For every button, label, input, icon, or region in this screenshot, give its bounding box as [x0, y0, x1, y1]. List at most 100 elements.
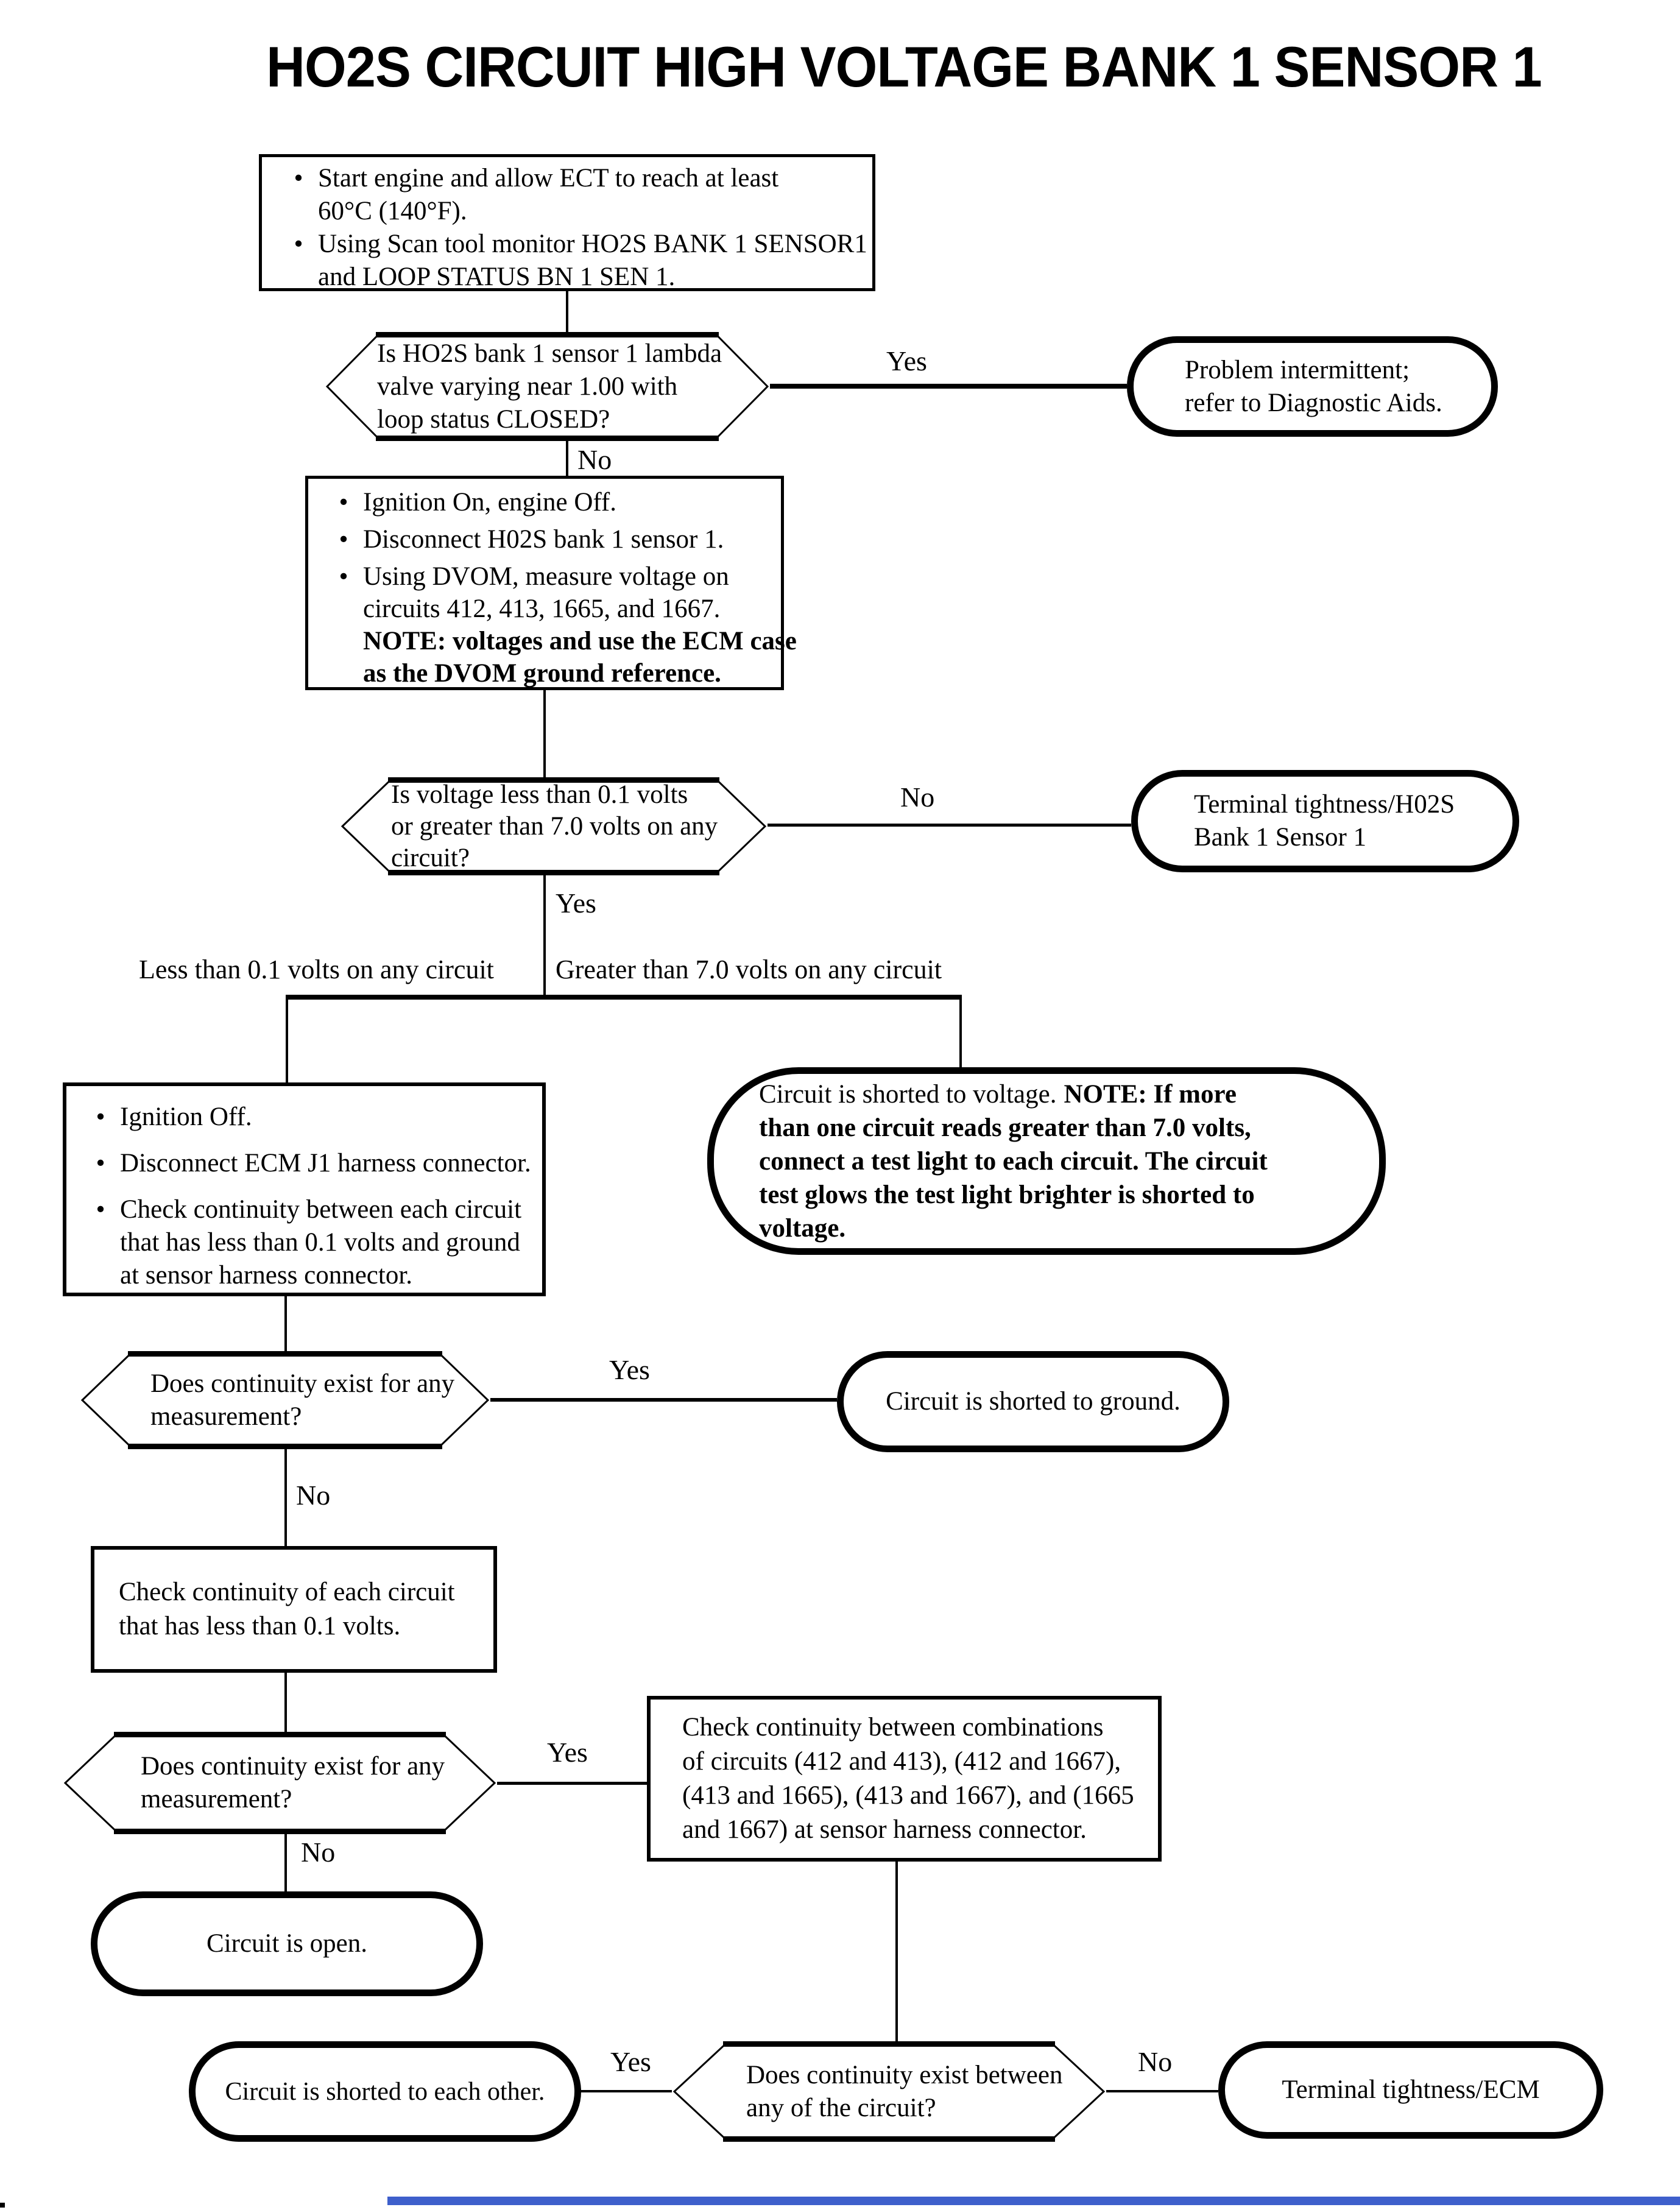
bullet-item: • Ignition On, engine Off. — [324, 486, 776, 518]
connector-start-to-lambda — [566, 291, 568, 332]
terminator-text: Bank 1 Sensor 1 — [1194, 823, 1367, 852]
decision-text: loop status CLOSED? — [377, 404, 610, 434]
bullet-dot-icon: • — [339, 525, 348, 554]
terminator-text: Terminal tightness/ECM — [1282, 2075, 1540, 2104]
bullet-item: • Check continuity between each circuit … — [81, 1193, 537, 1292]
decision-voltage-range: Is voltage less than 0.1 volts or greate… — [340, 777, 768, 875]
edge-label-yes: Yes — [610, 2046, 651, 2077]
edge-label-yes: Yes — [886, 345, 927, 376]
terminator-problem-intermittent: Problem intermittent; refer to Diagnosti… — [1127, 336, 1498, 437]
node-check-combinations-box: Check continuity between combinations of… — [647, 1696, 1162, 1862]
connector-check-to-q2 — [284, 1673, 287, 1732]
decision-text: or greater than 7.0 volts on any — [391, 811, 718, 841]
connector-split-right-drop — [959, 1000, 962, 1067]
bullet-text: Ignition On, engine Off. — [363, 488, 616, 517]
terminator-tightness-h02s: Terminal tightness/H02S Bank 1 Sensor 1 — [1131, 770, 1519, 872]
process-text: of circuits (412 and 413), (412 and 1667… — [682, 1747, 1121, 1776]
bullet-text: Disconnect ECM J1 harness connector. — [120, 1149, 531, 1177]
bullet-text: at sensor harness connector. — [120, 1261, 413, 1290]
connector-q2-no — [284, 1834, 287, 1891]
branch-label-less: Less than 0.1 volts on any circuit — [139, 955, 494, 984]
footer-accent-bar — [387, 2197, 1680, 2205]
terminator-text: refer to Diagnostic Aids. — [1185, 388, 1442, 417]
hexagon-shape — [672, 2041, 1106, 2142]
bullet-dot-icon: • — [339, 562, 348, 591]
bullet-note-text: NOTE: voltages and use the ECM case — [363, 627, 797, 655]
decision-text: Is HO2S bank 1 sensor 1 lambda — [377, 339, 722, 368]
bullet-text: and LOOP STATUS BN 1 SEN 1. — [318, 263, 676, 291]
bullet-text: Start engine and allow ECT to reach at l… — [318, 164, 779, 192]
bullet-item: • Disconnect ECM J1 harness connector. — [81, 1147, 537, 1180]
bullet-item: • Using DVOM, measure voltage on circuit… — [324, 560, 796, 690]
edge-label-yes: Yes — [609, 1354, 650, 1385]
connector-split-left-drop — [286, 1000, 288, 1082]
bullet-item: • Using Scan tool monitor HO2S BANK 1 SE… — [279, 228, 867, 294]
decision-continuity-between: Does continuity exist between any of the… — [672, 2041, 1106, 2142]
connector-lambda-no — [566, 441, 568, 476]
decision-continuity-1: Does continuity exist for any measuremen… — [80, 1351, 490, 1449]
terminator-text: Circuit is shorted to voltage.NOTE: If m… — [759, 1078, 1367, 1111]
decision-continuity-2: Does continuity exist for any measuremen… — [63, 1732, 497, 1834]
bullet-dot-icon: • — [339, 488, 348, 517]
bullet-text: Using Scan tool monitor HO2S BANK 1 SENS… — [318, 230, 867, 258]
terminator-text: Circuit is open. — [206, 1929, 367, 1958]
terminator-note-text: test glows the test light brighter is sh… — [759, 1180, 1255, 1209]
connector-voltageq-no — [768, 824, 1131, 827]
terminator-text: Problem intermittent; — [1185, 355, 1410, 384]
connector-q1-no — [284, 1449, 287, 1546]
bullet-dot-icon: • — [294, 230, 303, 258]
edge-label-no: No — [1138, 2046, 1173, 2077]
bullet-note-text: as the DVOM ground reference. — [363, 659, 721, 688]
terminator-note-text: connect a test light to each circuit. Th… — [759, 1146, 1268, 1176]
edge-label-no: No — [577, 444, 612, 475]
terminator-tightness-ecm: Terminal tightness/ECM — [1218, 2041, 1603, 2139]
bullet-item: • Start engine and allow ECT to reach at… — [279, 162, 866, 228]
terminator-circuit-open: Circuit is open. — [91, 1891, 483, 1996]
node-check-ground-box: • Ignition Off. • Disconnect ECM J1 harn… — [63, 1082, 546, 1296]
edge-label-no: No — [900, 782, 935, 813]
bullet-dot-icon: • — [96, 1149, 105, 1177]
bullet-text: circuits 412, 413, 1665, and 1667. — [363, 595, 721, 623]
decision-lambda: Is HO2S bank 1 sensor 1 lambda valve var… — [325, 332, 770, 441]
edge-label-no: No — [296, 1480, 331, 1511]
node-measure-voltage-box: • Ignition On, engine Off. • Disconnect … — [305, 476, 797, 690]
corner-artifact-mark — [0, 2203, 5, 2208]
bullet-text: Using DVOM, measure voltage on — [363, 562, 729, 591]
bullet-item: • Disconnect H02S bank 1 sensor 1. — [324, 523, 776, 556]
terminator-shorted-to-voltage: Circuit is shorted to voltage.NOTE: If m… — [707, 1067, 1386, 1255]
terminator-note-text: NOTE: If more — [1064, 1079, 1237, 1109]
connector-split-bar — [286, 995, 962, 1000]
node-check-each-box: Check continuity of each circuit that ha… — [91, 1546, 497, 1673]
bullet-text: that has less than 0.1 volts and ground — [120, 1228, 520, 1257]
decision-text: measurement? — [150, 1402, 302, 1431]
process-text: and 1667) at sensor harness connector. — [682, 1815, 1087, 1844]
bullet-dot-icon: • — [294, 164, 303, 192]
bullet-dot-icon: • — [96, 1195, 105, 1224]
decision-text: Does continuity exist for any — [150, 1369, 455, 1398]
decision-text: any of the circuit? — [746, 2093, 936, 2122]
edge-label-yes: Yes — [556, 888, 596, 919]
hexagon-shape — [63, 1732, 496, 1834]
connector-q3-yes — [581, 2090, 672, 2092]
bullet-text: Ignition Off. — [120, 1103, 252, 1131]
edge-label-no: No — [301, 1837, 336, 1868]
decision-text: circuit? — [391, 843, 470, 872]
bullet-text: 60°C (140°F). — [318, 197, 467, 225]
page-title: HO2S CIRCUIT HIGH VOLTAGE BANK 1 SENSOR … — [266, 35, 1542, 99]
hexagon-shape — [80, 1351, 490, 1449]
decision-text: Does continuity exist for any — [141, 1752, 445, 1781]
bullet-item: • Ignition Off. — [81, 1101, 537, 1134]
edge-label-yes: Yes — [547, 1737, 588, 1768]
hexagon-shape — [341, 777, 767, 875]
terminator-note-text: voltage. — [759, 1213, 846, 1243]
connector-measure-to-voltageq — [543, 690, 546, 777]
process-text: that has less than 0.1 volts. — [119, 1612, 401, 1640]
terminator-note-text: than one circuit reads greater than 7.0 … — [759, 1113, 1251, 1142]
terminator-shorted-to-ground: Circuit is shorted to ground. — [837, 1351, 1229, 1452]
bullet-text: Disconnect H02S bank 1 sensor 1. — [363, 525, 724, 554]
hexagon-shape — [325, 332, 769, 441]
process-text: (413 and 1665), (413 and 1667), and (166… — [682, 1781, 1134, 1810]
decision-text: Is voltage less than 0.1 volts — [391, 780, 688, 809]
connector-q3-no — [1106, 2090, 1218, 2092]
process-text: Check continuity between combinations — [682, 1713, 1104, 1742]
